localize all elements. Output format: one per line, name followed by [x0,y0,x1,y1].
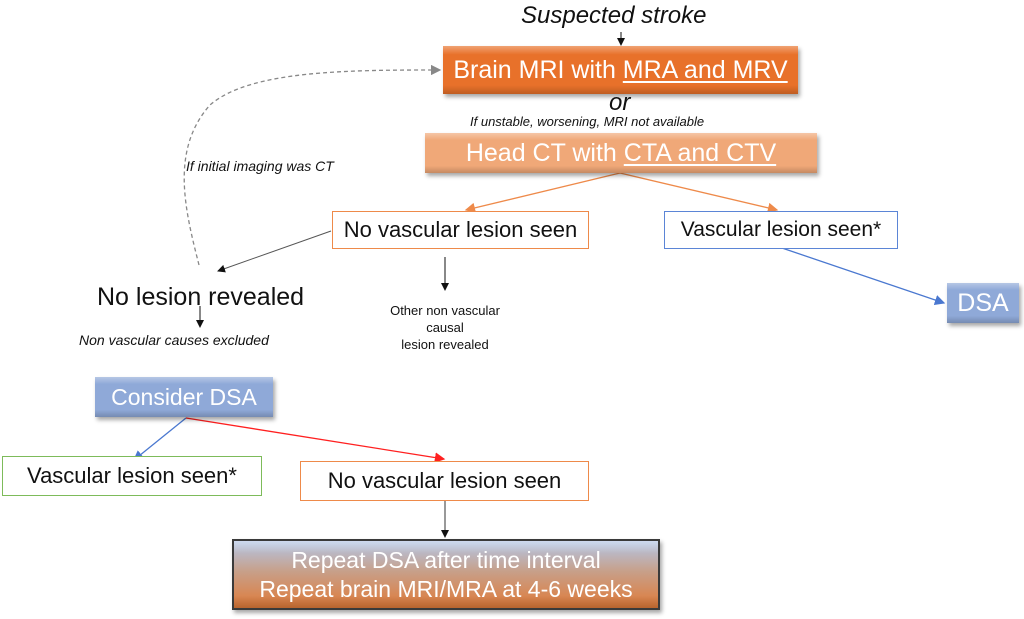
other-non-vascular-line-2: causal [426,320,464,335]
no-lesion-revealed: No lesion revealed [97,283,305,311]
vascular-lesion-box-2: Vascular lesion seen* [2,456,262,496]
mri-box-underlined: MRA and MRV [622,55,788,84]
no-vascular-lesion-box-1: No vascular lesion seen [332,211,589,249]
non-vascular-excluded: Non vascular causes excluded [79,332,269,348]
arrow-ct-to-no-lesion [464,172,621,213]
arrow-to-no-lesion-revealed [217,230,332,273]
other-non-vascular-label: Other non vascular causal lesion reveale… [370,302,520,353]
start-label: Suspected stroke [521,2,707,29]
mri-box: Brain MRI with MRA and MRV [443,46,798,94]
dsa-box: DSA [947,283,1019,323]
arrow-ct-to-vascular [619,172,779,213]
repeat-box: Repeat DSA after time interval Repeat br… [232,539,660,610]
consider-dsa-box: Consider DSA [95,377,273,417]
repeat-box-line-2: Repeat brain MRI/MRA at 4-6 weeks [259,575,633,602]
consider-dsa-label: Consider DSA [111,383,257,410]
vascular-lesion-box-1: Vascular lesion seen* [664,211,898,249]
repeat-box-line-1: Repeat DSA after time interval [291,546,601,573]
ct-box: Head CT with CTA and CTV [425,133,817,173]
mri-box-prefix: Brain MRI with [453,55,623,84]
arrow-consider-to-vascular [132,417,187,461]
ct-box-underlined: CTA and CTV [623,138,777,167]
or-condition: If unstable, worsening, MRI not availabl… [470,114,705,129]
arrow-consider-to-no-lesion [185,417,446,463]
no-vascular-lesion-box-2: No vascular lesion seen [300,461,589,501]
other-non-vascular-line-1: Other non vascular [390,303,500,318]
other-non-vascular-line-3: lesion revealed [401,337,489,352]
arrow-loop-to-mri [183,64,442,266]
or-label: or [609,89,631,116]
loop-label: If initial imaging was CT [186,158,334,174]
dsa-box-label: DSA [957,288,1009,317]
arrow-to-dsa [781,247,946,305]
ct-box-prefix: Head CT with [465,138,624,167]
